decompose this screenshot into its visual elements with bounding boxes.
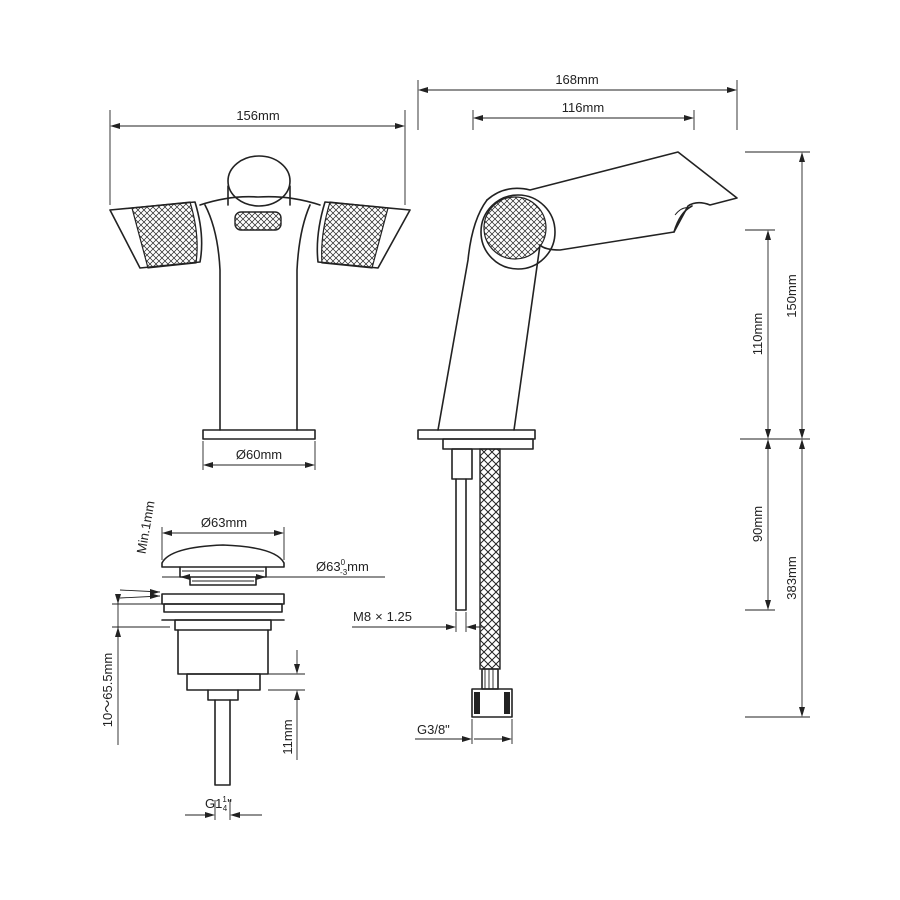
dim-drain-cap: Ø63mm xyxy=(161,515,285,560)
dim-heights: 150mm 110mm 90mm 383mm xyxy=(740,151,810,718)
right-knurled-grip xyxy=(321,201,389,269)
dim-drain-min-gap: Min.1mm xyxy=(119,500,161,599)
spout-length-label: 116mm xyxy=(562,100,604,115)
hose-length-label: 383mm xyxy=(784,556,799,599)
front-view xyxy=(109,155,411,440)
total-height-label: 150mm xyxy=(784,274,799,317)
dim-drain-thickness: 10～65.5mm xyxy=(100,594,170,745)
shank-length-label: 90mm xyxy=(750,506,765,542)
hose-connector-label: G3/8" xyxy=(417,722,450,737)
side-total-length-label: 168mm xyxy=(555,72,598,87)
dim-front-width: 156mm xyxy=(109,108,406,205)
side-knurled-disk xyxy=(483,196,547,260)
braided-hose xyxy=(479,448,501,670)
front-width-label: 156mm xyxy=(236,108,279,123)
left-knurled-grip xyxy=(131,201,198,269)
lever-height-label: 110mm xyxy=(750,313,765,355)
drain-body-label: Ø630-3mm xyxy=(316,558,369,577)
dim-hose-connector: G3/8" xyxy=(415,719,513,744)
drain-cap-label: Ø63mm xyxy=(201,515,247,530)
drain-min-gap-label: Min.1mm xyxy=(134,500,158,555)
dim-base-diameter: Ø60mm xyxy=(202,441,316,470)
stud-thread-label: M8×1.25 xyxy=(353,609,412,624)
drain-thickness-label: 10～65.5mm xyxy=(100,653,115,727)
side-view xyxy=(417,151,738,718)
dim-spout-length: 116mm xyxy=(472,100,695,130)
drain-collar-label: 11mm xyxy=(280,719,295,754)
dim-stud-thread: M8×1.25 xyxy=(352,609,485,632)
dim-side-total-length: 168mm xyxy=(417,72,738,130)
dim-drain-body: Ø630-3mm xyxy=(162,558,385,580)
base-diameter-label: Ø60mm xyxy=(236,447,282,462)
drain-view xyxy=(161,544,285,786)
dim-drain-collar: 11mm xyxy=(268,650,305,760)
aerator xyxy=(234,211,282,231)
